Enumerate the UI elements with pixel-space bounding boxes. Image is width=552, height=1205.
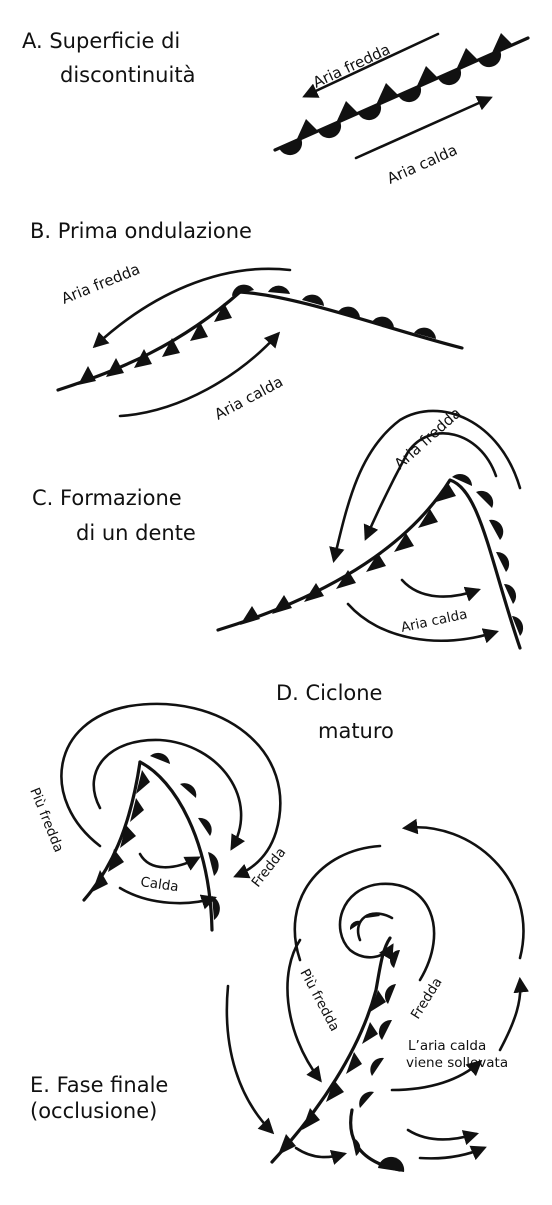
panel-c-front-symbols	[240, 473, 524, 636]
panel-e-warm-lifted-label: L’aria calda	[408, 1038, 486, 1054]
panel-e-occluded-symbols	[278, 912, 400, 1155]
panel-e-outer-left-arrow	[225, 984, 275, 1135]
panel-b-front-symbols	[78, 284, 436, 385]
panel-e-warm-lifted-label-line2: viene sollevata	[406, 1055, 508, 1071]
panel-d-cold-front	[82, 760, 142, 902]
panel-a-title-line2: discontinuità	[60, 63, 195, 87]
panel-e-title: E. Fase finale	[30, 1073, 168, 1097]
panel-c-warm-air-arrow	[346, 602, 499, 644]
panel-e-outer-top-arrow	[401, 818, 525, 960]
panel-b-title: B. Prima ondulazione	[30, 219, 252, 243]
panel-a-front-symbols	[279, 33, 513, 156]
panel-e-lower-arrow-1	[406, 1128, 479, 1146]
panel-b-cold-air-label: Aria fredda	[59, 260, 143, 308]
panel-a-title: A. Superficie di	[22, 29, 180, 53]
panel-e-spiral-outer	[293, 844, 382, 962]
panel-e-spiral-core	[356, 912, 394, 942]
panel-a-cold-air-arrow	[302, 32, 440, 98]
panel-e-cold-air-label: Fredda	[408, 975, 446, 1022]
panel-e-right-up-arrow	[498, 976, 529, 1052]
panel-e-inner-spiral-arrow	[338, 882, 436, 982]
panel-d-warm-air-label: Calda	[139, 874, 179, 895]
panel-a-warm-air-arrow	[354, 95, 493, 160]
panel-d-cold-front-symbols	[92, 770, 150, 892]
panel-e-lower-arrow-2	[418, 1145, 487, 1161]
panel-a-warm-air-label: Aria calda	[384, 141, 460, 188]
panel-a: A. Superficie di discontinuità Aria fred…	[22, 29, 530, 188]
panel-e-left-spiral-arrow	[286, 938, 322, 1083]
panel-d-title-line2: maturo	[318, 719, 394, 743]
panel-d-middle-loop-arrow	[92, 738, 246, 851]
panel-e-title-line2: (occlusione)	[30, 1099, 157, 1123]
panel-d-warm-arrow-lower	[118, 886, 217, 910]
panel-b-warm-air-arrow	[118, 331, 281, 418]
panel-e-bottom-arrow	[294, 1146, 348, 1165]
panel-c-cold-air-label: Aria fredda	[391, 404, 465, 473]
panel-c-inner-warm-arrow	[400, 578, 481, 602]
panel-d-colder-air-label: Più fredda	[26, 786, 66, 855]
panel-c-title-line2: di un dente	[76, 521, 196, 545]
panel-d-warm-arrow-upper	[138, 852, 201, 871]
panel-e-warm-lifted-arrow	[390, 1059, 483, 1092]
panel-d-outer-loop-arrow	[60, 702, 282, 879]
panel-b-cold-air-arrow	[92, 267, 292, 349]
panel-c-warm-air-label: Aria calda	[400, 606, 469, 636]
panel-e-colder-air-label: Più fredda	[296, 966, 342, 1034]
panel-c: C. Formazione di un dente Aria fredda	[32, 404, 524, 650]
panel-c-outer-arrow	[329, 409, 522, 564]
panel-a-cold-air-label: Aria fredda	[310, 40, 393, 91]
panel-c-cold-air-arrow	[363, 432, 498, 541]
panel-d-title: D. Ciclone	[276, 681, 382, 705]
panel-b: B. Prima ondulazione Aria fredda Aria ca…	[30, 219, 464, 424]
panel-d-cold-air-label: Fredda	[249, 845, 290, 891]
panel-c-title: C. Formazione	[32, 486, 182, 510]
panel-d: D. Ciclone maturo Calda Più fredda	[26, 681, 394, 932]
panel-d-warm-front	[138, 760, 214, 932]
panel-e-cold-front-tail-symbols	[352, 1138, 405, 1172]
panel-b-front	[56, 290, 464, 392]
